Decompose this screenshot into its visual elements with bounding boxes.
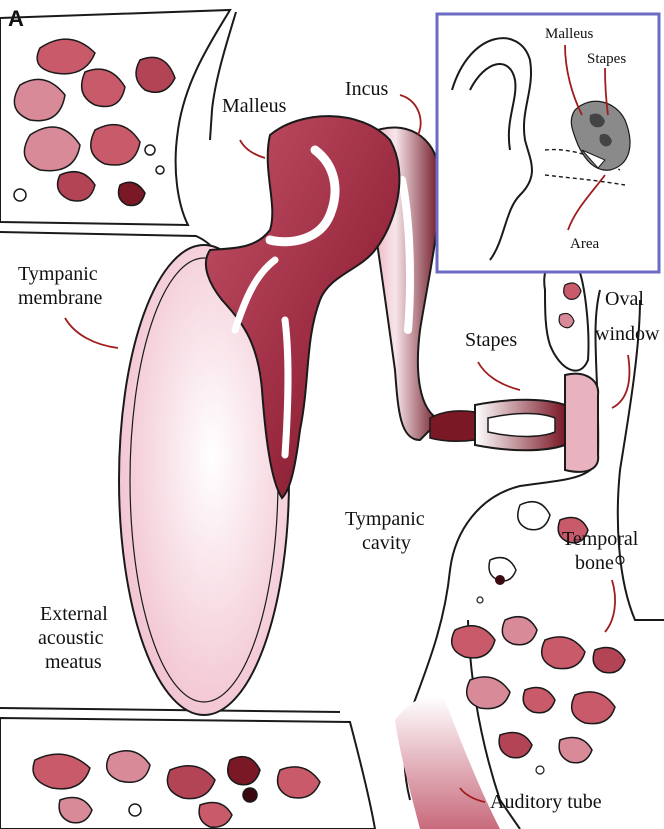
stapes-label: Stapes xyxy=(465,329,517,351)
auditory-tube-shape xyxy=(395,696,500,829)
malleus-label: Malleus xyxy=(222,95,287,117)
tympanic-cavity-label-2: cavity xyxy=(362,532,411,554)
temporal-bone-label-1: Temporal xyxy=(562,528,639,550)
external-meatus-label-2: acoustic xyxy=(38,627,104,649)
inset-area-label: Area xyxy=(570,236,599,252)
temporal-bone-label-2: bone xyxy=(575,552,614,574)
upper-bone xyxy=(0,10,236,250)
temporal-bone-arrow xyxy=(605,580,615,632)
tympanic-cavity-label-1: Tympanic xyxy=(345,508,425,530)
oval-window-label-2: window xyxy=(595,323,660,345)
external-meatus-label-1: External xyxy=(40,603,108,625)
inset-stapes-label: Stapes xyxy=(587,51,626,67)
oval-window-arrow xyxy=(612,355,629,408)
incus-label: Incus xyxy=(345,78,389,100)
external-meatus-label-3: meatus xyxy=(45,651,102,673)
oval-window-label-1: Oval xyxy=(605,288,644,310)
inset-malleus-label: Malleus xyxy=(545,26,593,42)
stapes-arrow xyxy=(478,362,520,390)
auditory-tube-label: Auditory tube xyxy=(490,791,602,813)
malleus-arrow xyxy=(240,140,265,158)
tympanic-membrane-label-1: Tympanic xyxy=(18,263,98,285)
tympanic-membrane-label-2: membrane xyxy=(18,287,103,309)
tympanic-membrane-arrow xyxy=(65,318,118,348)
lower-bone xyxy=(0,708,375,829)
